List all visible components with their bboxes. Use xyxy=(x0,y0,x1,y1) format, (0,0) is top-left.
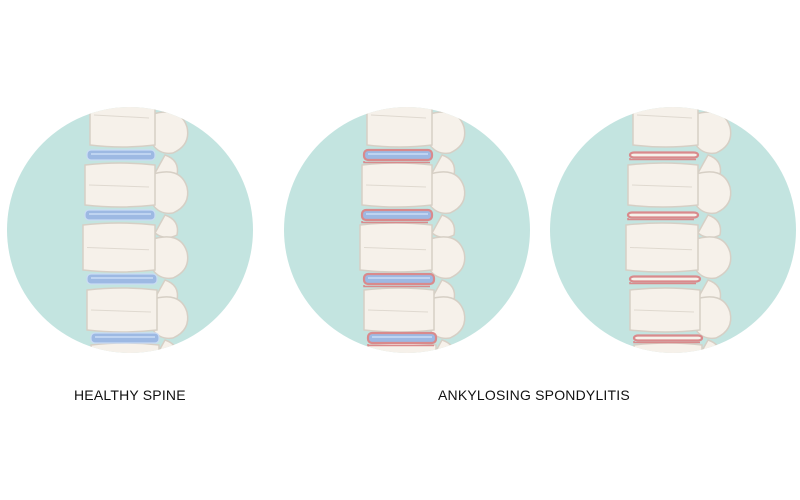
vertebral-body xyxy=(89,107,156,148)
vertebral-body xyxy=(366,107,433,148)
vertebra-shading xyxy=(370,114,427,119)
articular-process xyxy=(431,214,456,239)
vertebral-body xyxy=(633,342,703,353)
intervertebral-disc xyxy=(628,151,700,159)
spinous-process xyxy=(426,171,466,215)
vertebral-body xyxy=(363,287,435,333)
intervertebral-disc xyxy=(632,334,704,342)
vertebra-shading xyxy=(367,309,429,313)
ankylosing-spondylitis-illustration-early xyxy=(284,107,530,353)
vertebral-body xyxy=(90,342,160,353)
spinous-process xyxy=(149,236,189,280)
ankylosing-spondylitis-illustration-advanced xyxy=(550,107,796,353)
vertebra-shading xyxy=(90,309,152,313)
vertebra-shading xyxy=(636,114,693,119)
ankylosing-spondylitis-caption: ANKYLOSING SPONDYLITIS xyxy=(438,387,630,403)
spinous-process xyxy=(149,171,189,215)
inflammation-edge xyxy=(633,341,700,344)
vertebra-shading xyxy=(365,184,427,188)
spinous-process xyxy=(692,236,732,280)
vertebra-shading xyxy=(633,309,695,313)
vertebral-body xyxy=(629,287,701,333)
inflammation-edge xyxy=(367,344,434,347)
vertebra-shading xyxy=(629,247,693,251)
healthy-spine-caption: HEALTHY SPINE xyxy=(74,387,186,403)
vertebral-body xyxy=(84,162,156,208)
inflammation-edge xyxy=(363,285,430,288)
intervertebral-disc xyxy=(626,211,700,219)
articular-process xyxy=(154,214,179,239)
articular-process xyxy=(697,214,722,239)
vertebra-shading xyxy=(88,184,150,188)
vertebral-body xyxy=(82,222,156,273)
inflammation-edge xyxy=(361,221,428,224)
healthy-spine-illustration xyxy=(7,107,253,353)
inflammation-edge xyxy=(363,161,430,164)
vertebral-body xyxy=(627,162,699,208)
vertebral-body xyxy=(632,107,699,148)
spinous-process xyxy=(692,171,732,215)
vertebral-body xyxy=(625,222,699,273)
spine-column xyxy=(625,107,732,353)
vertebra-shading xyxy=(631,184,693,188)
inflammation-edge xyxy=(627,218,694,221)
spinous-process xyxy=(426,236,466,280)
intervertebral-disc xyxy=(628,275,702,283)
vertebral-body xyxy=(86,287,158,333)
vertebra-shading xyxy=(86,247,150,251)
inflammation-edge xyxy=(629,282,696,285)
inflammation-edge xyxy=(629,158,696,161)
spine-column xyxy=(359,107,466,353)
vertebra-shading xyxy=(93,114,150,119)
vertebra-shading xyxy=(363,247,427,251)
spine-column xyxy=(82,107,189,353)
